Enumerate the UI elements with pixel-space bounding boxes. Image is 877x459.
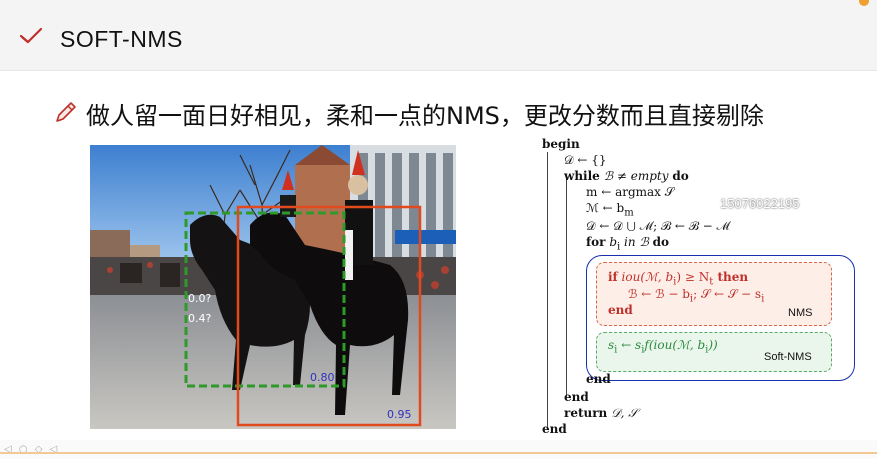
algo-begin: begin	[542, 137, 580, 151]
watermark: 15076022195	[720, 196, 800, 211]
check-mark-icon	[19, 27, 43, 44]
bottom-toolbar	[0, 440, 877, 459]
indent-rule-2	[566, 178, 567, 396]
presentation-controls-icon[interactable]: ◁ ○ ◇ ◁	[4, 444, 60, 455]
pencil-icon	[56, 102, 76, 122]
bottom-accent-line	[0, 452, 877, 454]
green-box-score: 0.80	[310, 371, 335, 384]
nms-label: NMS	[788, 307, 813, 319]
score-b: 0.4?	[188, 312, 211, 325]
algo-for: for bi in ℬ do	[586, 235, 670, 253]
corner-dot	[859, 0, 869, 6]
algo-while: while ℬ ≠ empty do	[564, 169, 689, 183]
algo-m: m ← argmax 𝒮	[586, 185, 675, 199]
green-detection-box	[184, 211, 346, 388]
indent-rule-1	[547, 152, 548, 428]
example-photo: 0.0? 0.4? 0.80 0.95	[90, 145, 456, 429]
algo-D: 𝒟 ← 𝒟 ⋃ ℳ; ℬ ← ℬ − ℳ	[586, 219, 730, 233]
background-horses	[120, 263, 180, 287]
soft-nms-label: Soft-NMS	[764, 351, 812, 363]
soft-nms-algorithm: begin 𝒟 ← {} while ℬ ≠ empty do m ← argm…	[530, 135, 870, 435]
photo-canvas: 0.0? 0.4? 0.80 0.95	[90, 145, 456, 429]
slide-title: SOFT-NMS	[60, 26, 183, 52]
algo-M: ℳ ← bm	[586, 201, 634, 219]
slide-header-band	[0, 0, 877, 71]
score-a: 0.0?	[188, 292, 211, 305]
red-box-score: 0.95	[387, 408, 412, 421]
soft-nms-step-box	[596, 332, 832, 372]
red-detection-box	[236, 205, 422, 427]
algo-d-init: 𝒟 ← {}	[564, 153, 607, 167]
loop-highlight	[586, 255, 855, 381]
nms-step-box	[596, 262, 832, 326]
slide-subtitle: 做人留一面日好相见，柔和一点的NMS，更改分数而且直接剔除	[86, 102, 764, 130]
rider	[345, 150, 373, 280]
